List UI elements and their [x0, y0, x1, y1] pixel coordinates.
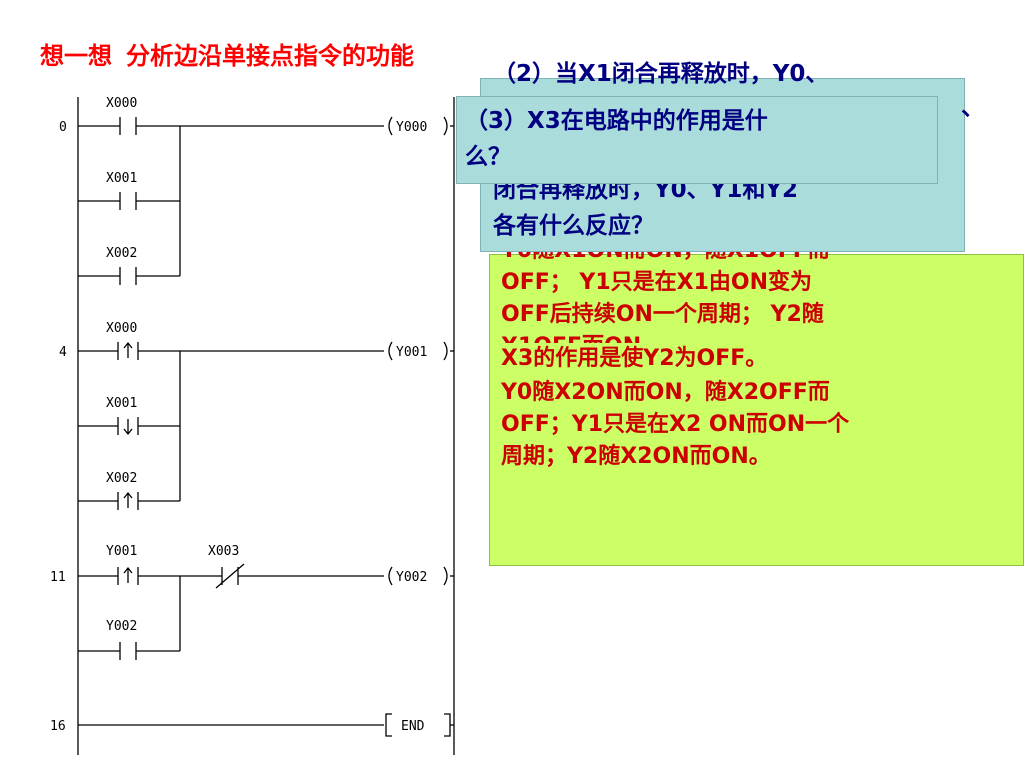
coil-y002: [388, 566, 393, 586]
answer-line-5: OFF；Y1只是在X2 ON而ON一个: [501, 412, 850, 437]
step-16: 16: [50, 719, 66, 734]
coil-y001: [388, 341, 393, 361]
step-0: 0: [59, 120, 67, 135]
label-x003: X003: [208, 544, 239, 559]
answer-box: Y0随X1ON而ON，随X1OFF而 OFF； Y1只是在X1由ON变为 OFF…: [489, 238, 1024, 566]
label-coil-y000: Y000: [396, 120, 427, 135]
label-x002-r0: X002: [106, 246, 137, 261]
question3-line-1: 么？: [465, 144, 511, 170]
answer-line-4: Y0随X2ON而ON，随X2OFF而: [501, 380, 830, 405]
question3-line-0: （3）X3在电路中的作用是什: [465, 108, 768, 134]
label-y002: Y002: [106, 619, 137, 634]
question3-text: （3）X3在电路中的作用是什 么？: [465, 103, 768, 175]
label-coil-y002: Y002: [396, 570, 427, 585]
label-coil-y001: Y001: [396, 345, 427, 360]
title-sub: 分析边沿单接点指令的功能: [126, 42, 414, 70]
coil-y000: [388, 116, 393, 136]
title-main: 想一想: [40, 42, 112, 70]
label-end: END: [401, 719, 425, 734]
answer-line-6: 周期；Y2随X2ON而ON。: [501, 444, 771, 469]
question2-line-0: （2）当X1闭合再释放时，Y0、: [493, 61, 829, 87]
answer-line-1: OFF； Y1只是在X1由ON变为: [501, 270, 813, 295]
label-y001: Y001: [106, 544, 137, 559]
step-11: 11: [50, 570, 66, 585]
label-x000-r4: X000: [106, 321, 137, 336]
page-title: 想一想分析边沿单接点指令的功能: [40, 36, 414, 71]
label-x002-r4: X002: [106, 471, 137, 486]
label-x001-r0: X001: [106, 171, 137, 186]
label-x001-r4: X001: [106, 396, 137, 411]
question2-line-3: 各有什么反应？: [493, 213, 654, 239]
end-instruction: [385, 713, 392, 737]
answer-x3: X3的作用是使Y2为OFF。: [501, 343, 774, 375]
ladder-diagram: 0 X000 X001 X002 Y000 4 X000 X001 X002 Y…: [50, 96, 455, 755]
question2-line-1: 、: [961, 95, 985, 121]
step-4: 4: [59, 345, 67, 360]
question3-box: （3）X3在电路中的作用是什 么？: [456, 96, 938, 184]
answer-line-2: OFF后持续ON一个周期； Y2随: [501, 302, 824, 327]
label-x000-r0: X000: [106, 96, 137, 111]
